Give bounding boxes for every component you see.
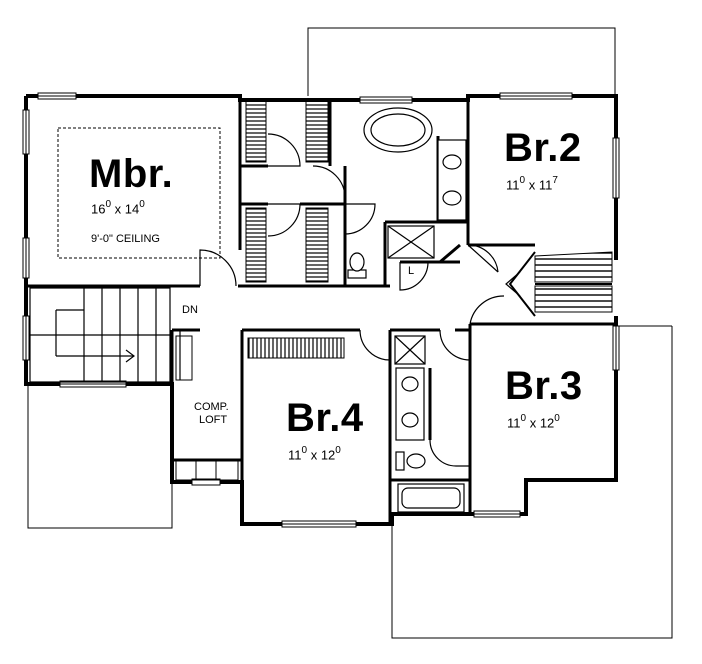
room-name-br4: Br.4 — [286, 396, 364, 440]
roof-outline-top — [307, 27, 616, 96]
sink-hall-2 — [401, 412, 419, 428]
linen-closet-label: L — [408, 265, 415, 277]
sink-master-1 — [442, 154, 462, 170]
roof-outlines — [27, 27, 673, 639]
room-dims-br2: 110 x 117 — [506, 175, 558, 193]
door-br3 — [469, 295, 505, 325]
closet-wic-top-right — [305, 99, 329, 163]
room-name-br2: Br.2 — [504, 126, 582, 170]
roof-outline-right — [391, 326, 673, 639]
closet-br4 — [247, 337, 345, 359]
door-mbr — [199, 249, 237, 287]
comp-loft-label-2: LOFT — [199, 414, 228, 426]
door-linen — [399, 261, 429, 291]
toilet-hall-tank — [395, 451, 405, 471]
closets — [245, 99, 345, 359]
sink-master-2 — [442, 190, 462, 206]
roof-outline-left — [27, 386, 173, 529]
closet-wic-bottom-left — [245, 207, 267, 283]
room-dims-mbr: 160 x 140 — [91, 199, 145, 217]
stairs-down — [29, 287, 171, 383]
closet-wic-bottom-right — [305, 207, 329, 283]
room-name-mbr: Mbr. — [89, 152, 174, 196]
closet-wic-top-left — [245, 99, 267, 163]
door-wic-left-2 — [267, 203, 301, 237]
fixtures — [347, 107, 467, 513]
toilet-hall — [406, 453, 426, 469]
door-br2-b — [467, 244, 499, 273]
sink-hall-1 — [401, 376, 419, 392]
mbr-ceiling-outline — [57, 127, 221, 259]
stair-dn-label: DN — [182, 304, 198, 316]
vanity-master — [437, 139, 467, 221]
interior-walls — [26, 98, 616, 524]
door-br2 — [467, 244, 499, 273]
door-master-bath — [312, 165, 346, 199]
door-hall-bath-2 — [429, 439, 470, 467]
room-name-br3: Br.3 — [505, 364, 583, 408]
mbr-ceiling-note: 9'-0" CEILING — [91, 233, 160, 245]
door-bath-water — [344, 203, 376, 235]
window-loft-bottom — [191, 478, 221, 486]
room-dims-br4: 110 x 120 — [288, 445, 341, 463]
door-hall-bath — [439, 329, 471, 361]
windows — [22, 92, 620, 528]
doors — [179, 133, 505, 467]
room-dims-br3: 110 x 120 — [507, 413, 560, 431]
door-br4 — [359, 329, 391, 361]
comp-loft-label-1: COMP. — [194, 401, 229, 413]
toilet-master — [349, 252, 365, 272]
loft-bench — [175, 335, 239, 481]
door-wic-left — [267, 133, 301, 167]
stairs-right — [505, 251, 613, 317]
